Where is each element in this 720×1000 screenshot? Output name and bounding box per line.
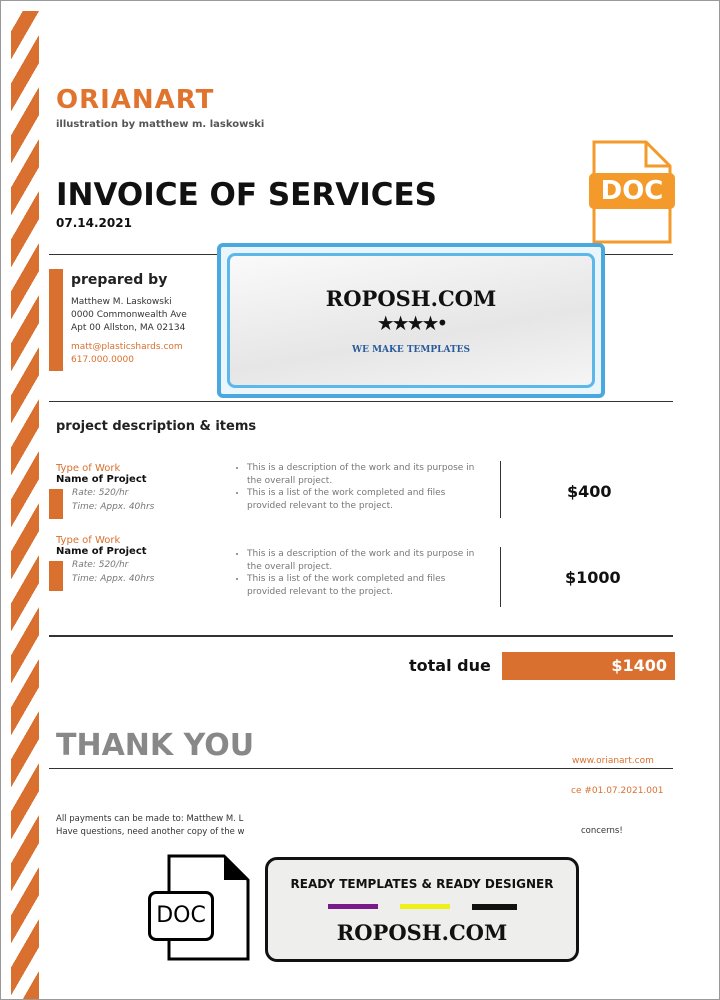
banner-text: READY TEMPLATES & READY DESIGNER [290, 877, 554, 891]
line-item: Type of Work Name of Project Rate: 520/h… [56, 463, 154, 513]
accent-bar [49, 269, 63, 371]
doc-icon: DOC [589, 139, 675, 245]
item-desc-line: This is a list of the work completed and… [247, 573, 479, 598]
thank-you: THANK YOU [56, 728, 255, 763]
item-type: Type of Work [56, 463, 121, 474]
brand-tagline: illustration by matthew m. laskowski [56, 119, 265, 130]
prepared-by-heading: prepared by [71, 272, 168, 288]
item-name: Name of Project [56, 474, 147, 485]
color-swatches [268, 904, 576, 910]
items-heading: project description & items [56, 419, 257, 434]
decorative-stripe-border [11, 11, 39, 999]
banner-site: ROPOSH.COM [336, 920, 508, 945]
item-description: This is a description of the work and it… [229, 462, 479, 512]
website-link[interactable]: www.orianart.com [572, 756, 654, 766]
payment-line: All payments can be made to: Matthew M. … [56, 814, 244, 824]
watermark-slogan: WE MAKE TEMPLATES [351, 345, 471, 355]
total-label: total due [409, 656, 491, 675]
prepared-phone: 617.000.0000 [71, 355, 134, 365]
item-desc-line: This is a description of the work and it… [247, 462, 479, 487]
divider [500, 461, 501, 518]
item-price: $1000 [565, 568, 621, 587]
prepared-address2: Apt 00 Allston, MA 02134 [71, 323, 186, 333]
watermark-site: ROPOSH.COM [325, 286, 497, 311]
item-time: Time: Appx. 40hrs [72, 574, 155, 584]
questions-line: Have questions, need another copy of the… [56, 827, 245, 837]
doc-icon: DOC [146, 853, 252, 963]
page-title: INVOICE OF SERVICES [56, 177, 438, 213]
item-desc-line: This is a description of the work and it… [247, 548, 479, 573]
divider [49, 401, 673, 402]
item-type: Type of Work [56, 535, 121, 546]
accent-bar [49, 561, 63, 591]
prepared-email[interactable]: matt@plasticshards.com [71, 342, 183, 352]
accent-bar [49, 489, 63, 519]
doc-label: DOC [148, 891, 214, 941]
item-description: This is a description of the work and it… [229, 548, 479, 598]
payment-note: All payments can be made to: Matthew M. … [56, 813, 245, 839]
line-item: Type of Work Name of Project Rate: 520/h… [56, 535, 154, 585]
total-amount: $1400 [502, 652, 675, 680]
item-time: Time: Appx. 40hrs [72, 502, 155, 512]
divider [49, 768, 673, 769]
item-rate: Rate: 520/hr [72, 560, 129, 570]
prepared-name: Matthew M. Laskowski [71, 297, 172, 307]
item-desc-line: This is a list of the work completed and… [247, 487, 479, 512]
item-name: Name of Project [56, 546, 147, 557]
divider [49, 635, 673, 637]
prepared-by-block: prepared by Matthew M. Laskowski 0000 Co… [71, 272, 187, 367]
prepared-address1: 0000 Commonwealth Ave [71, 310, 187, 320]
invoice-date: 07.14.2021 [56, 216, 132, 230]
item-price: $400 [567, 482, 612, 501]
stars-icon: ★★★★• [376, 311, 449, 335]
invoice-number: ce #01.07.2021.001 [571, 786, 664, 796]
divider [500, 547, 501, 607]
watermark-banner: READY TEMPLATES & READY DESIGNER ROPOSH.… [265, 857, 579, 962]
item-rate: Rate: 520/hr [72, 488, 129, 498]
brand-logo: ORIANART [56, 85, 215, 115]
doc-label: DOC [589, 173, 675, 209]
concerns-text: concerns! [581, 826, 623, 836]
watermark-card: ROPOSH.COM ★★★★• WE MAKE TEMPLATES [217, 243, 605, 398]
